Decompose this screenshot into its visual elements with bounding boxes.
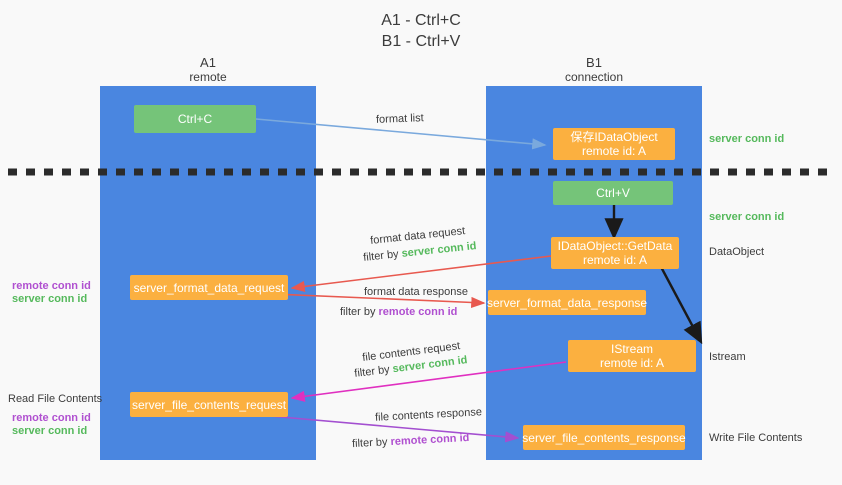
node-server-format-data-response[interactable]: server_format_data_response [486, 290, 648, 315]
column-b1-subtitle: connection [564, 70, 624, 84]
column-b1-name: B1 [586, 55, 602, 70]
node-server-format-data-response-label: server_format_data_response [486, 295, 648, 310]
column-a1-name: A1 [200, 55, 216, 70]
label-file-contents-response: file contents response [374, 406, 483, 424]
node-server-file-contents-response-label: server_file_contents_response [522, 430, 686, 445]
title-line-2: B1 - Ctrl+V [381, 33, 461, 50]
node-getdata-label: IDataObject::GetData [557, 239, 673, 253]
node-server-format-data-request[interactable]: server_format_data_request [130, 275, 288, 300]
page-title: A1 - Ctrl+C B1 - Ctrl+V [0, 10, 842, 52]
node-ctrl-c[interactable]: Ctrl+C [134, 105, 256, 133]
right-label-dataobject: DataObject [709, 246, 765, 258]
node-server-format-data-request-label: server_format_data_request [133, 280, 285, 295]
left-label-remote-conn-id-1: remote conn id [12, 280, 91, 292]
node-istream[interactable]: IStream remote id: A [568, 340, 696, 372]
left-label-read-file-contents: Read File Contents [8, 393, 103, 405]
node-istream-label: IStream [610, 342, 653, 356]
node-ctrl-c-label: Ctrl+C [177, 112, 213, 126]
column-a1-subtitle: remote [189, 70, 227, 84]
column-header-b1: B1 connection [486, 55, 702, 85]
right-label-istream: Istream [709, 351, 746, 363]
node-ctrl-v-label: Ctrl+V [596, 186, 630, 200]
node-ctrl-v[interactable]: Ctrl+V [553, 181, 673, 205]
label-format-data-response: format data response [364, 286, 468, 298]
node-save-idataobject-label: 保存IDataObject [570, 130, 658, 144]
left-label-server-conn-id-1: server conn id [12, 293, 88, 305]
node-getdata-sub: remote id: A [582, 253, 648, 267]
node-getdata[interactable]: IDataObject::GetData remote id: A [551, 237, 679, 269]
left-label-server-conn-id-2: server conn id [12, 425, 88, 437]
right-label-server-conn-id-top: server conn id [709, 133, 785, 145]
node-istream-sub: remote id: A [599, 356, 665, 370]
right-label-write-file-contents: Write File Contents [709, 432, 803, 444]
left-label-remote-conn-id-2: remote conn id [12, 412, 91, 424]
column-header-a1: A1 remote [100, 55, 316, 85]
label-format-list: format list [375, 112, 424, 126]
label-format-data-response-filter: filter by remote conn id [340, 306, 458, 318]
node-server-file-contents-request-label: server_file_contents_request [131, 397, 287, 412]
node-save-idataobject[interactable]: 保存IDataObject remote id: A [553, 128, 675, 160]
title-line-1: A1 - Ctrl+C [381, 12, 461, 29]
label-file-contents-response-filter: filter by remote conn id [351, 431, 470, 451]
node-save-idataobject-sub: remote id: A [581, 144, 647, 158]
node-server-file-contents-response[interactable]: server_file_contents_response [522, 425, 686, 450]
node-server-file-contents-request[interactable]: server_file_contents_request [130, 392, 288, 417]
right-label-server-conn-id-mid: server conn id [709, 211, 785, 223]
